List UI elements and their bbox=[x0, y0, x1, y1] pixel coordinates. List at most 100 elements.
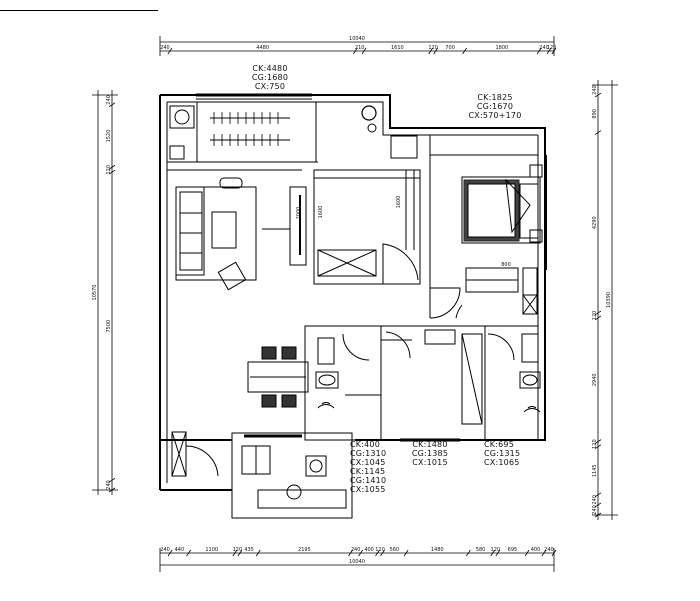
dimension-segment-label: 120 bbox=[592, 439, 598, 449]
window-note-line: CX:1065 bbox=[484, 458, 520, 467]
window-note-line: CX:1055 bbox=[350, 485, 386, 494]
dimension-tick bbox=[375, 549, 380, 557]
dimension-segment-label: 240 bbox=[539, 45, 549, 51]
dimension-tick bbox=[348, 549, 353, 557]
dimension-segment-label: 1610 bbox=[391, 45, 404, 51]
window-note-line: CG:1315 bbox=[484, 449, 521, 458]
window-note-line: CK:695 bbox=[484, 440, 514, 449]
window-note-line: CG:1680 bbox=[251, 73, 289, 82]
dimension-overall-label: 10040 bbox=[349, 559, 365, 565]
dimension-tick bbox=[108, 102, 116, 108]
dimension-segment-label: 1480 bbox=[431, 547, 444, 553]
dimension-segment-label: 560 bbox=[390, 547, 400, 553]
dimension-tick bbox=[255, 549, 261, 557]
dimension-tick bbox=[495, 549, 501, 557]
bedroom-bottom bbox=[380, 325, 486, 442]
dimension-segment-label: 700 bbox=[445, 45, 455, 51]
dining-area bbox=[247, 346, 309, 408]
dimension-tick bbox=[167, 549, 173, 557]
room-dimension-label: 1600 bbox=[396, 196, 402, 209]
dimension-segment-label: 240 bbox=[592, 85, 598, 95]
living-room bbox=[167, 169, 307, 291]
dimension-tick bbox=[186, 549, 191, 557]
dimension-tick bbox=[108, 477, 116, 483]
dimension-tick bbox=[167, 47, 173, 55]
dimension-segment-label: 240 bbox=[106, 480, 112, 490]
dimension-tick bbox=[594, 92, 602, 98]
dimension-tick bbox=[232, 549, 238, 557]
dimension-tick bbox=[403, 549, 409, 557]
dimension-tick bbox=[490, 549, 496, 557]
dimension-segment-label: 4480 bbox=[256, 45, 269, 51]
bathroom-left bbox=[304, 325, 382, 441]
dimension-left bbox=[92, 90, 118, 495]
dimension-tick bbox=[594, 502, 602, 508]
window-note-line: CG:1385 bbox=[411, 449, 449, 458]
window-note-line: CX:1015 bbox=[412, 458, 448, 467]
dimension-segment-label: 120 bbox=[491, 547, 501, 553]
window-note-line: CK:1480 bbox=[412, 440, 448, 449]
bathroom-right bbox=[484, 325, 541, 441]
dimension-tick bbox=[237, 549, 243, 557]
window-note-line: CX:570+170 bbox=[468, 111, 522, 120]
window-note-line: CK:1825 bbox=[477, 93, 513, 102]
bedroom-small bbox=[313, 169, 421, 285]
window-note-line: CX:1045 bbox=[350, 458, 386, 467]
dimension-segment-label: 4290 bbox=[592, 216, 598, 229]
dimension-overall-label: 10040 bbox=[349, 36, 365, 42]
master-bedroom bbox=[390, 135, 547, 319]
dimension-tick bbox=[108, 169, 116, 175]
dimension-segment-label: 120 bbox=[375, 547, 385, 553]
window-note-line: CG:1410 bbox=[350, 476, 387, 485]
dimension-segment-label: 120 bbox=[592, 311, 598, 321]
dimension-segment-label: 210 bbox=[355, 45, 365, 51]
dimension-segment-label: 120 bbox=[428, 45, 438, 51]
dimension-tick bbox=[428, 47, 434, 55]
dimension-segment-label: 1145 bbox=[592, 464, 598, 477]
dimension-tick bbox=[524, 549, 530, 557]
dimension-segment-label: 400 bbox=[364, 547, 374, 553]
dimension-segment-label: 2940 bbox=[592, 373, 598, 386]
dimension-segment-label: 1520 bbox=[106, 130, 112, 143]
dimension-tick bbox=[594, 444, 602, 449]
dimension-tick bbox=[594, 439, 602, 444]
dimension-right bbox=[592, 80, 618, 520]
dimension-segment-label: 240 bbox=[160, 547, 170, 553]
dimension-segment-label: 440 bbox=[175, 547, 185, 553]
dimension-tick bbox=[466, 549, 471, 557]
kitchen-entrance bbox=[171, 431, 353, 519]
window-note-line: CK:4480 bbox=[252, 64, 288, 73]
dimension-segment-label: 120 bbox=[233, 547, 243, 553]
dimension-tick bbox=[108, 164, 116, 170]
dimension-tick bbox=[594, 315, 602, 321]
window-note-line: CX:750 bbox=[254, 82, 286, 91]
dimension-segment-label: 240 bbox=[351, 547, 361, 553]
window-note-line: CG:1310 bbox=[350, 449, 387, 458]
dimension-tick bbox=[358, 549, 364, 557]
title-underline bbox=[0, 0, 158, 11]
dimension-segment-label: 240 bbox=[544, 547, 554, 553]
dimension-segment-label: 435 bbox=[244, 547, 254, 553]
dimension-segment-label: 240 bbox=[592, 505, 598, 515]
dimension-segment-label: 1100 bbox=[205, 547, 218, 553]
dimension-tick bbox=[541, 549, 547, 557]
dimension-segment-label: 240 bbox=[106, 95, 112, 105]
dimension-segment-label: 580 bbox=[476, 547, 486, 553]
dimension-top bbox=[159, 36, 555, 56]
room-dimension-label: 2000 bbox=[296, 207, 302, 220]
window-note-line: CK:400 bbox=[350, 440, 380, 449]
dimension-tick bbox=[353, 47, 358, 55]
dimension-tick bbox=[594, 130, 602, 135]
dimension-tick bbox=[462, 47, 467, 55]
dimension-tick bbox=[594, 310, 602, 316]
dimension-segment-label: 695 bbox=[508, 547, 518, 553]
